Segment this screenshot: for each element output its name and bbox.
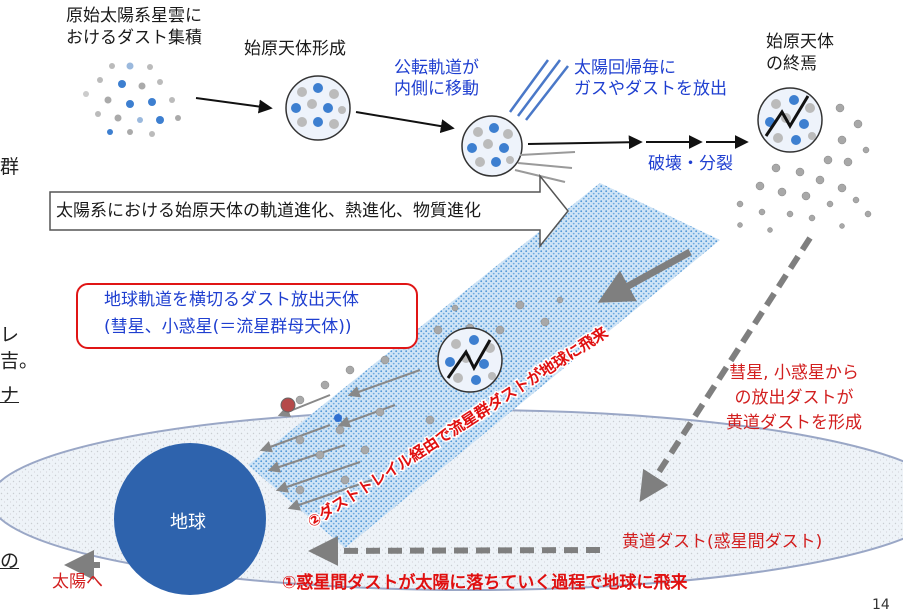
formation-label: 始原天体形成 <box>244 39 346 59</box>
grey-arrow-icon <box>597 248 692 303</box>
fragmenting-body-icon <box>757 87 823 153</box>
orbit-inward-label: 公転軌道が内側に移動 <box>394 58 479 99</box>
process-arrows <box>195 97 749 150</box>
gas-jet-lines <box>508 59 569 121</box>
nebula-dust-cluster <box>83 62 181 137</box>
earth-label: 地球 <box>170 512 206 533</box>
red-dust-grain <box>280 397 296 413</box>
fragment-debris <box>736 103 872 233</box>
dust-emitter-label: 地球軌道を横切るダスト放出天体(彗星、小惑星(＝流星群母天体)) <box>104 290 359 337</box>
evolution-banner-text: 太陽系における始原天体の軌道進化、熱進化、物質進化 <box>56 201 481 221</box>
trail-fragmenting-body-icon <box>437 327 503 393</box>
outgassing-label: 太陽回帰毎にガスやダストを放出 <box>574 58 727 99</box>
route1-label: ①惑星間ダストが太陽に落ちていく過程で地球に飛来 <box>282 573 688 593</box>
evolution-banner-arrow <box>49 173 569 249</box>
edge-fragment: の <box>0 550 20 572</box>
blue-dust-grain <box>334 414 342 422</box>
dashed-arrows <box>64 236 813 580</box>
zodiacal-formation-label: 彗星, 小惑星から の放出ダストが 黄道ダストを形成 <box>726 363 862 433</box>
dust-tail-lines <box>514 151 576 183</box>
edge-fragment: 群 <box>0 156 20 178</box>
breakup-label: 破壊・分裂 <box>648 154 733 174</box>
inward-planetesimal-icon <box>461 115 523 177</box>
earth-icon <box>114 443 266 595</box>
trail-flow-arrows <box>259 369 421 511</box>
to-sun-label: 太陽へ <box>52 572 103 592</box>
dust-emitter-box <box>76 283 418 349</box>
edge-fragment: 吉。 <box>0 350 39 372</box>
page-number: 14 <box>872 597 890 613</box>
planetesimal-icon <box>285 75 351 141</box>
demise-label: 始原天体の終焉 <box>766 32 834 74</box>
zodiacal-dust-label: 黄道ダスト(惑星間ダスト) <box>622 532 823 552</box>
edge-fragment: レ <box>0 324 20 346</box>
trail-dust-particles <box>295 296 564 495</box>
nebula-label: 原始太陽系星雲におけるダスト集積 <box>66 6 202 48</box>
edge-fragment: ナ <box>0 384 20 406</box>
